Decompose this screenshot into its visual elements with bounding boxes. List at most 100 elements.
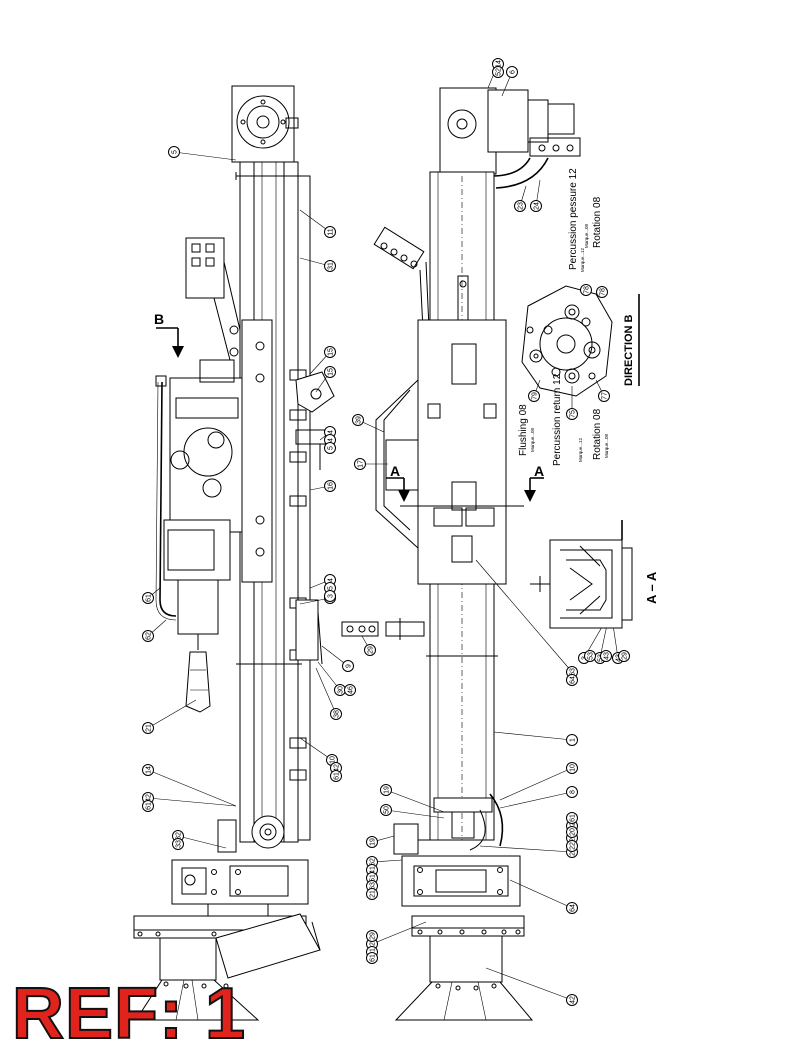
balloon-number: 10 <box>570 764 577 772</box>
port-tag-4: Marque...12 <box>578 437 583 462</box>
balloon-circle <box>580 284 592 296</box>
balloon-number: 63 <box>370 882 377 890</box>
balloon-number: 5 <box>328 586 335 590</box>
balloon-number: 41 <box>370 948 377 956</box>
leader-line <box>499 767 573 801</box>
leader-line <box>371 921 427 945</box>
balloon-number: 11 <box>328 228 335 235</box>
balloon-circle <box>528 390 540 402</box>
leader-line <box>299 737 333 761</box>
balloon-number: 78 <box>584 286 591 294</box>
balloon-number: 79 <box>532 392 539 400</box>
balloon-circle <box>566 826 578 838</box>
port-percussion-pressure: Percussion pessure 12 <box>568 168 579 270</box>
balloon-number: 51 <box>370 874 377 882</box>
balloon-number: 24 <box>534 202 541 210</box>
balloon-circle <box>142 800 154 812</box>
balloon-number: 29 <box>370 932 377 940</box>
balloon-circle <box>514 200 526 212</box>
balloon-circle <box>600 650 612 662</box>
direction-b-detail: DIRECTION B Percussion pessure 12 Rotati… <box>518 168 640 466</box>
balloon-number: 50 <box>384 806 391 814</box>
port-tag-3: Marque...08 <box>530 427 535 452</box>
balloon-number: 23 <box>518 202 525 210</box>
balloon-number: 29 <box>368 646 375 654</box>
balloon-number: 64 <box>570 676 577 684</box>
balloon-circle <box>566 786 578 798</box>
balloon-number: 10 <box>330 756 337 764</box>
balloon-number: 4 <box>328 578 335 582</box>
balloon-circle <box>380 784 392 796</box>
section-a-left-label: A <box>390 463 400 479</box>
port-tag-1: Marque...12 <box>580 247 585 272</box>
balloon-number: 63 <box>570 668 577 676</box>
balloon-number: 17 <box>358 460 365 468</box>
balloon-number: 4 <box>328 430 335 434</box>
balloon-circle <box>172 838 184 850</box>
ref-label: REF: 1 <box>11 974 247 1054</box>
leader-line <box>385 809 445 819</box>
balloon-number: 61 <box>146 802 153 810</box>
section-aa-title: A – A <box>644 571 659 604</box>
balloon-circle <box>330 708 342 720</box>
balloon-number: 39 <box>356 416 363 424</box>
leader-line <box>177 835 227 849</box>
balloon-circle <box>566 734 578 746</box>
balloon-circle <box>168 146 180 158</box>
balloon-number: 14 <box>496 60 503 68</box>
balloon-circle <box>492 66 504 78</box>
balloon-number: 3 <box>328 594 335 598</box>
balloon-circle <box>142 630 154 642</box>
balloon-number: 64 <box>570 904 577 912</box>
balloon-number: 78 <box>600 288 607 296</box>
balloon-circle <box>380 804 392 816</box>
section-a-right-label: A <box>534 463 544 479</box>
balloon-circle <box>324 260 336 272</box>
balloon-circle <box>366 952 378 964</box>
balloon-number: 32 <box>176 832 183 840</box>
balloon-circle <box>324 480 336 492</box>
balloon-number: 52 <box>496 68 503 76</box>
balloon-circle <box>506 66 518 78</box>
balloon-number: 15 <box>328 348 335 356</box>
balloon-number: 61 <box>334 772 341 780</box>
leader-line <box>475 559 573 673</box>
section-a-markers: A A <box>386 463 544 502</box>
balloon-circle <box>324 226 336 238</box>
balloon-number: 15 <box>328 368 335 376</box>
balloon-number: 22 <box>570 842 577 850</box>
balloon-circle <box>366 836 378 848</box>
balloon-circle <box>566 408 578 420</box>
balloon-circle <box>324 366 336 378</box>
port-tag-5: Marque...08 <box>604 433 609 458</box>
balloon-number: 77 <box>602 392 609 400</box>
section-aa-detail: A – A <box>530 520 659 629</box>
balloon-circle <box>530 200 542 212</box>
balloon-number: 19 <box>370 838 377 846</box>
balloon-number: 16 <box>328 482 335 490</box>
section-b-label: B <box>154 311 164 327</box>
left-side-view <box>133 85 425 1021</box>
balloon-circle <box>566 902 578 914</box>
balloon-number: 1 <box>570 738 577 742</box>
balloon-number: 41 <box>370 866 377 874</box>
direction-b-title: DIRECTION B <box>623 314 635 386</box>
balloon-number: 75 <box>570 410 577 418</box>
leader-line <box>385 789 445 813</box>
balloon-circle <box>324 590 336 602</box>
balloon-circle <box>596 286 608 298</box>
balloon-circle <box>366 930 378 942</box>
direction-b-balloons: 78 78 79 75 77 <box>528 284 610 420</box>
balloon-number: 30 <box>338 686 345 694</box>
balloon-circle <box>584 650 596 662</box>
leader-line <box>509 879 573 909</box>
balloon-number: 33 <box>176 840 183 848</box>
balloon-number: 38 <box>334 710 341 718</box>
section-b-marker: B <box>154 311 184 358</box>
port-tag-2: Marque...08 <box>584 223 589 248</box>
balloon-number: 53 <box>588 652 595 660</box>
balloon-number: 8 <box>570 790 577 794</box>
balloon-number: 9 <box>346 664 353 668</box>
balloon-number: 61 <box>570 814 577 822</box>
